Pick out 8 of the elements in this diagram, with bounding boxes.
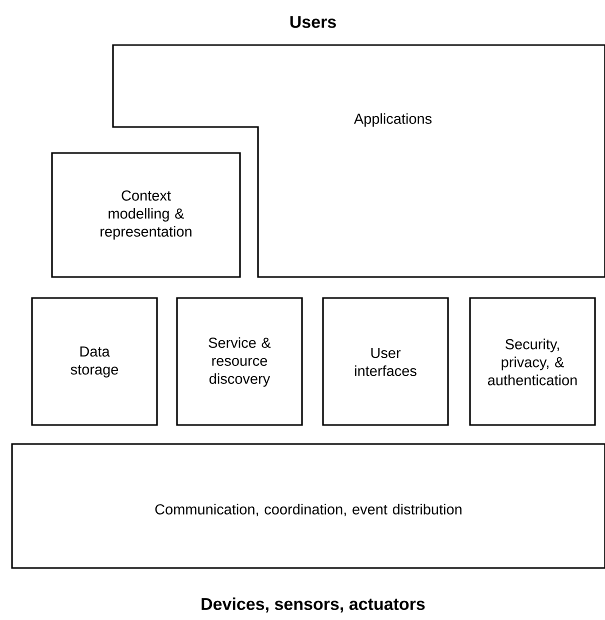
- layer-box: Communication, coordination, event distribution: [11, 443, 605, 569]
- component-box: Service & resource discovery: [176, 297, 303, 426]
- component-box: Context modelling & representation: [51, 152, 241, 278]
- layer-label: Users: [290, 16, 336, 28]
- component-box: Security, privacy, & authentication: [469, 297, 596, 426]
- component-box: Data storage: [31, 297, 158, 426]
- layer-label: Devices, sensors, actuators: [202, 598, 425, 612]
- component-box: User interfaces: [322, 297, 449, 426]
